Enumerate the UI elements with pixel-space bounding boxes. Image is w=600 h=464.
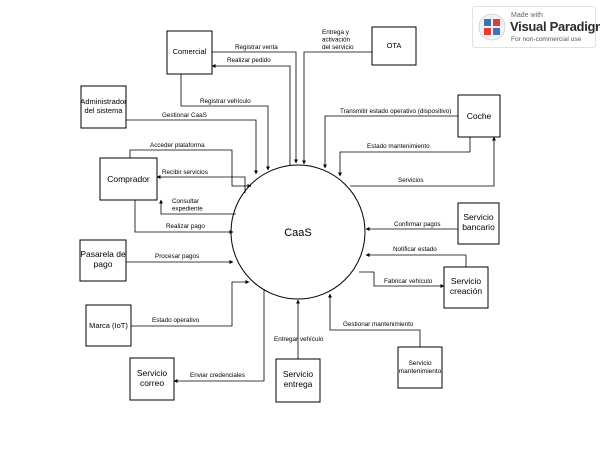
flow-realizar-pago: Realizar pago [134,200,234,234]
flow-registrar-venta: Registrar venta [212,44,298,164]
svg-text:Servicios: Servicios [398,177,424,184]
watermark-note: For non-commercial use [511,36,582,43]
svg-text:Entregar vehículo: Entregar vehículo [274,336,324,343]
flow-procesar-pagos: Procesar pagos [126,253,234,264]
svg-text:Acceder plataforma: Acceder plataforma [150,142,205,149]
flow-realizar-pedido: Realizar pedido [211,57,291,166]
entity-coche: Coche [457,94,501,138]
svg-text:Gestionar mantenimiento: Gestionar mantenimiento [343,321,414,328]
flow-recibir-servicios: Recibir servicios [156,169,246,193]
visual-paradigm-logo-icon [478,13,506,41]
svg-text:Registrar venta: Registrar venta [235,44,278,51]
svg-text:Notificar estado: Notificar estado [393,246,437,253]
svg-text:Estado operativo: Estado operativo [152,317,200,324]
svg-text:Transmitir estado operativo (d: Transmitir estado operativo (dispositivo… [340,108,451,115]
flow-entregar-vehiculo: Entregar vehículo [274,299,324,359]
flow-gestionar-caas: Gestionar CaaS [126,112,258,175]
svg-text:Estado mantenimiento: Estado mantenimiento [367,143,430,150]
svg-text:Comprador: Comprador [107,174,150,184]
svg-text:Registrar vehículo: Registrar vehículo [200,98,251,105]
svg-text:Procesar pagos: Procesar pagos [155,253,199,260]
svg-text:OTA: OTA [387,41,402,50]
svg-text:Realizar pedido: Realizar pedido [227,57,271,64]
flow-registrar-vehiculo: Registrar vehículo [180,74,270,171]
svg-text:Confirmar pagos: Confirmar pagos [394,221,441,228]
svg-text:Gestionar CaaS: Gestionar CaaS [162,112,207,119]
entity-ota: OTA [371,26,417,66]
svg-text:Recibir servicios: Recibir servicios [162,169,208,176]
visual-paradigm-watermark: Made with Visual Paradigm For non-commer… [472,6,600,48]
svg-text:Enviar credenciales: Enviar credenciales [190,372,245,379]
entity-marca-iot: Marca (IoT) [85,304,132,347]
svg-text:Realizar pago: Realizar pago [166,223,205,230]
svg-text:Comercial: Comercial [173,47,207,56]
svg-text:Coche: Coche [467,111,492,121]
svg-text:Marca (IoT): Marca (IoT) [89,321,128,330]
flow-confirmar-pagos: Confirmar pagos [365,221,458,231]
flow-acceder-plataforma: Acceder plataforma [129,142,252,188]
flow-estado-mantenimiento: Estado mantenimiento [338,137,471,177]
flow-gestionar-mantenimiento: Gestionar mantenimiento [328,293,421,347]
flow-notificar-estado: Notificar estado [365,246,467,267]
flow-servicios: Servicios [350,136,496,187]
entity-comprador: Comprador [99,157,158,201]
flow-enviar-credenciales: Enviar credenciales [173,289,265,383]
watermark-brand: Visual Paradigm [510,19,600,34]
flow-estado-operativo: Estado operativo [131,280,250,327]
flow-transmitir-estado: Transmitir estado operativo (dispositivo… [323,108,458,169]
watermark-made-with: Made with [511,12,543,19]
caas-label: CaaS [284,227,312,239]
entity-comercial: Comercial [166,30,213,75]
svg-text:Fabricar vehículo: Fabricar vehículo [384,278,433,285]
flow-fabricar-vehiculo: Fabricar vehículo [359,271,445,288]
